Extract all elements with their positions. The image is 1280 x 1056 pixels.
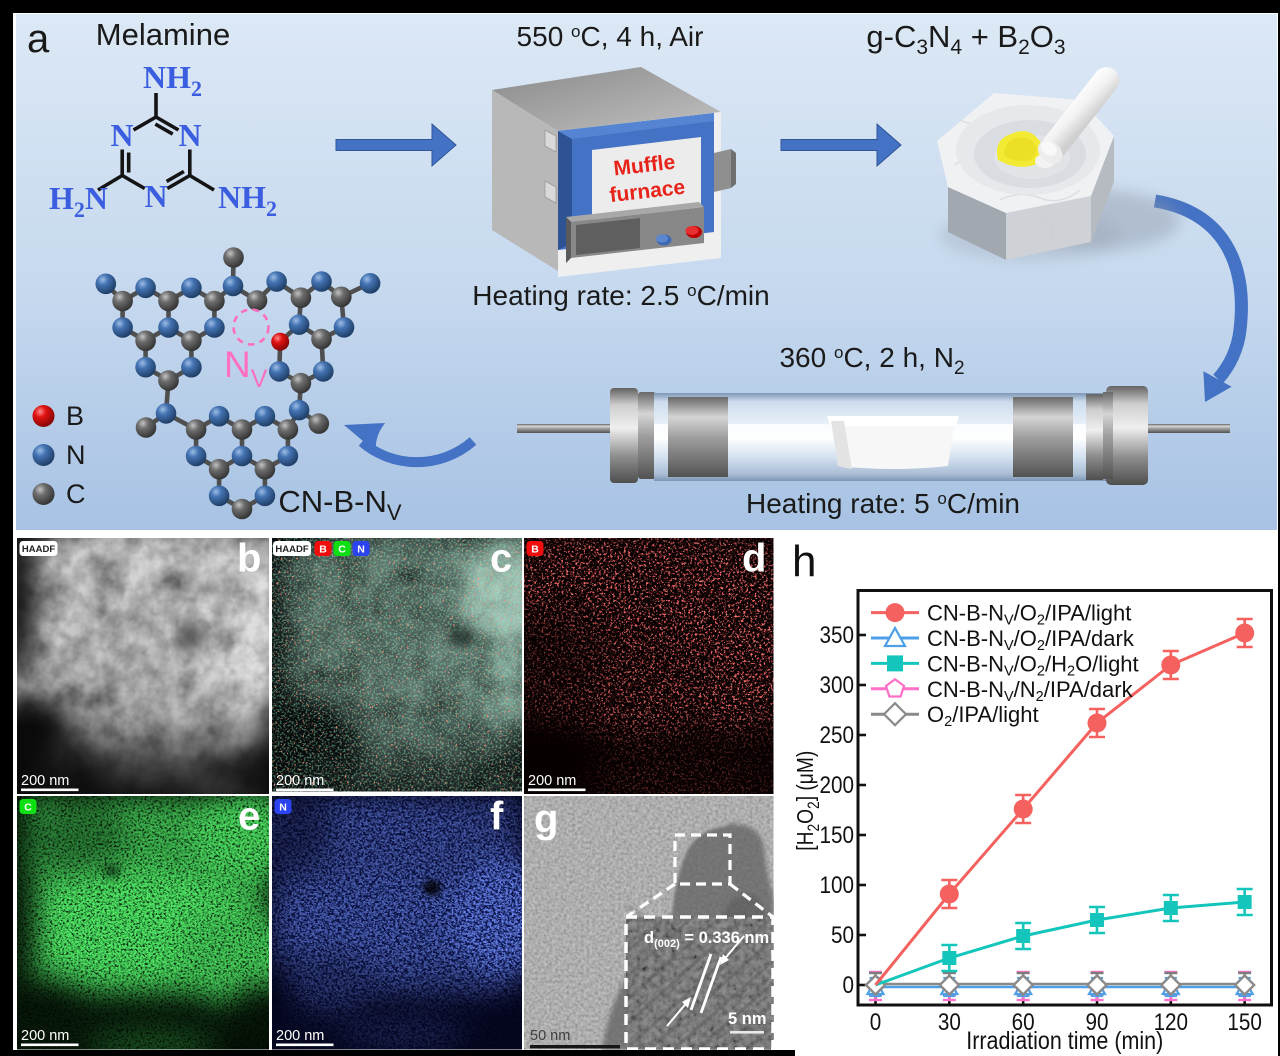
svg-text:CN-B-NV: CN-B-NV	[278, 484, 402, 525]
svg-text:5 nm: 5 nm	[728, 1010, 767, 1028]
svg-text:O2​/IPA/light: O2​/IPA/light	[927, 702, 1039, 730]
svg-text:a: a	[27, 17, 50, 61]
svg-text:Melamine: Melamine	[96, 17, 230, 52]
svg-text:200 nm: 200 nm	[21, 773, 69, 789]
svg-text:B: B	[66, 401, 84, 431]
svg-text:g: g	[534, 797, 558, 841]
svg-text:250: 250	[820, 722, 855, 749]
svg-text:B: B	[531, 543, 539, 555]
svg-text:CN-B-NV​/O2​/H2​O/light: CN-B-NV​/O2​/H2​O/light	[927, 651, 1139, 679]
svg-text:B: B	[319, 543, 327, 555]
svg-text:200 nm: 200 nm	[528, 773, 576, 789]
svg-text:50 nm: 50 nm	[530, 1028, 570, 1044]
svg-text:C: C	[338, 543, 346, 555]
svg-text:[H2O2] (μM): [H2O2] (μM)	[792, 751, 823, 851]
svg-text:0: 0	[870, 1009, 882, 1036]
svg-text:30: 30	[938, 1009, 961, 1036]
svg-text:CN-B-NV​/O2​/IPA/light: CN-B-NV​/O2​/IPA/light	[927, 601, 1131, 629]
svg-text:Irradiation time (min): Irradiation time (min)	[966, 1027, 1163, 1055]
svg-text:200 nm: 200 nm	[21, 1028, 69, 1044]
svg-text:200 nm: 200 nm	[276, 1028, 324, 1044]
svg-text:N: N	[279, 801, 287, 813]
svg-text:550 oC, 4 h, Air: 550 oC, 4 h, Air	[517, 21, 704, 52]
svg-text:C: C	[24, 801, 32, 813]
svg-text:90: 90	[1085, 1009, 1108, 1036]
svg-text:N: N	[66, 440, 86, 470]
svg-text:50: 50	[831, 922, 854, 949]
svg-text:Heating rate: 5 oC/min: Heating rate: 5 oC/min	[746, 488, 1020, 519]
svg-text:60: 60	[1012, 1009, 1035, 1036]
svg-text:h: h	[792, 537, 816, 586]
svg-text:0: 0	[843, 972, 855, 999]
svg-text:N: N	[178, 117, 201, 153]
svg-text:120: 120	[1154, 1009, 1189, 1036]
svg-text:b: b	[237, 538, 261, 581]
svg-text:c: c	[490, 538, 512, 581]
svg-text:CN-B-NV​/N2​/IPA/dark: CN-B-NV​/N2​/IPA/dark	[927, 677, 1134, 705]
svg-text:f: f	[490, 796, 504, 839]
svg-text:N: N	[144, 178, 167, 214]
svg-text:300: 300	[820, 672, 855, 699]
svg-text:d: d	[742, 538, 766, 581]
svg-text:C: C	[66, 479, 86, 509]
svg-text:CN-B-NV​/O2​/IPA/dark: CN-B-NV​/O2​/IPA/dark	[927, 626, 1135, 654]
svg-text:N: N	[357, 543, 365, 555]
svg-text:e: e	[238, 796, 260, 839]
svg-text:g-C3N4 + B2O3: g-C3N4 + B2O3	[866, 19, 1065, 59]
svg-text:200 nm: 200 nm	[276, 773, 324, 789]
svg-text:360 oC, 2 h, N2: 360 oC, 2 h, N2	[779, 342, 964, 379]
svg-text:HAADF: HAADF	[22, 543, 55, 554]
svg-text:100: 100	[820, 872, 855, 899]
svg-text:200: 200	[820, 772, 855, 799]
svg-text:HAADF: HAADF	[275, 543, 308, 554]
svg-text:150: 150	[1227, 1009, 1262, 1036]
svg-text:350: 350	[820, 622, 855, 649]
svg-text:150: 150	[820, 822, 855, 849]
svg-text:N: N	[110, 117, 133, 153]
svg-text:Heating rate: 2.5 oC/min: Heating rate: 2.5 oC/min	[472, 280, 769, 311]
